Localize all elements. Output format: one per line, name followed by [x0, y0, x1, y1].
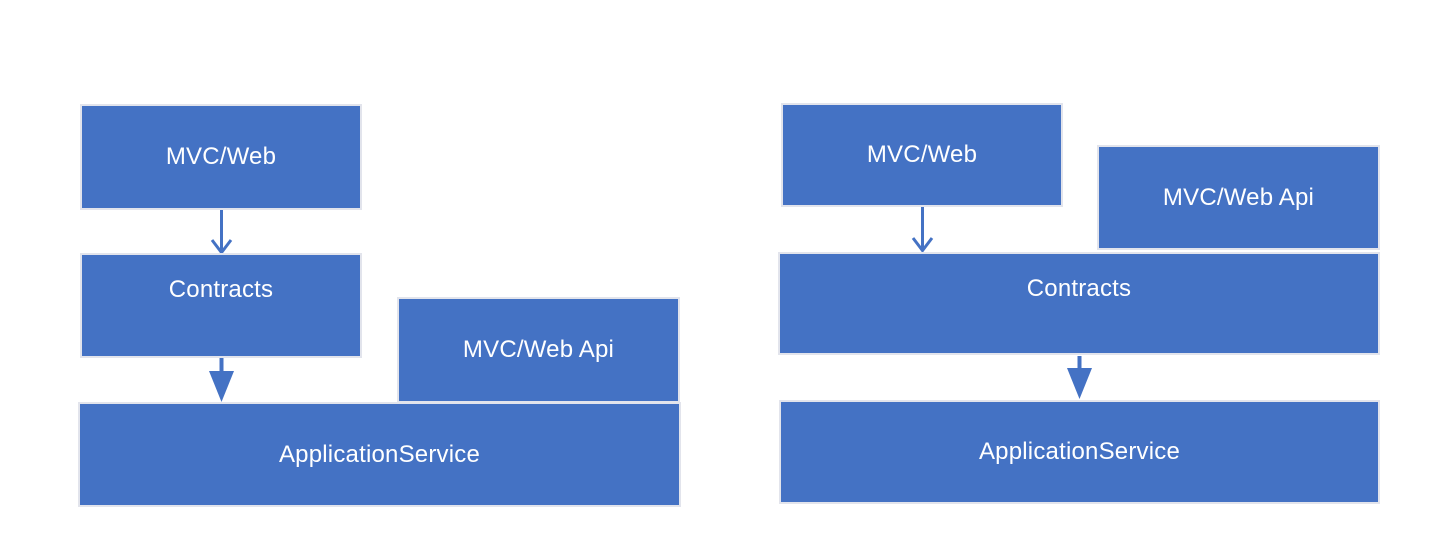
right-down-arrow-filled-icon	[1067, 356, 1092, 399]
left-down-arrow-open-icon	[210, 210, 233, 255]
left-application-service-box: ApplicationService	[78, 402, 681, 507]
right-application-service-box: ApplicationService	[779, 400, 1380, 504]
left-contracts-box: Contracts	[80, 253, 362, 358]
box-label: ApplicationService	[978, 438, 1181, 465]
box-label: MVC/Web	[165, 143, 277, 170]
right-mvc-web-api-box: MVC/Web Api	[1097, 145, 1380, 250]
right-mvc-web-box: MVC/Web	[781, 103, 1063, 207]
left-mvc-web-api-box: MVC/Web Api	[397, 297, 680, 403]
box-label: MVC/Web Api	[1162, 183, 1315, 211]
box-label: Contracts	[1026, 275, 1132, 302]
right-contracts-box: Contracts	[778, 252, 1380, 355]
box-label: MVC/Web	[866, 141, 978, 168]
left-mvc-web-box: MVC/Web	[80, 104, 362, 210]
box-label: MVC/Web Api	[462, 336, 615, 363]
left-down-arrow-filled-icon	[209, 358, 234, 402]
box-label: ApplicationService	[278, 440, 481, 468]
right-down-arrow-open-icon	[911, 207, 934, 253]
box-label: Contracts	[168, 276, 274, 303]
